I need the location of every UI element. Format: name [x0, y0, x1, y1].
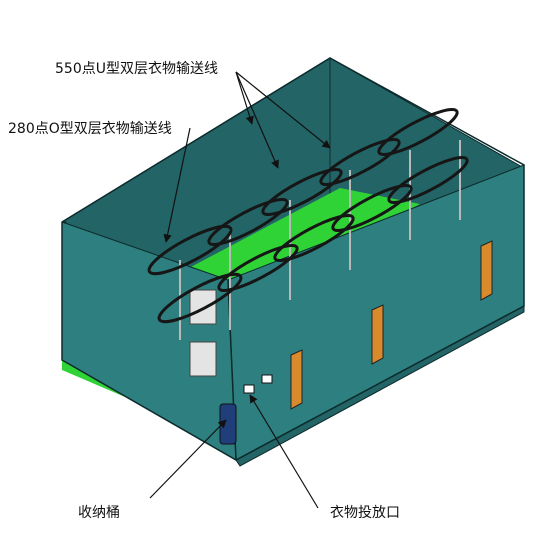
leader-lines: [149, 71, 331, 509]
storage-bin-label: 收纳桶: [78, 505, 120, 521]
drop-port-slot-1: [243, 384, 255, 394]
wall-edges: [61, 57, 525, 461]
frame-posts: [179, 140, 461, 340]
door-3: [480, 240, 493, 301]
o-line-upper-rail: [147, 224, 233, 276]
o-line-lower-rail: [157, 272, 243, 324]
control-cabinet-lower: [189, 341, 217, 377]
drop-port-slot-2: [261, 374, 273, 384]
u-line-label: 550点U型双层衣物输送线: [55, 61, 218, 77]
o-line-label: 280点O型双层衣物输送线: [8, 121, 172, 137]
drop-port-label: 衣物投放口: [330, 505, 400, 521]
u-line-loops: [207, 108, 469, 292]
door-1: [290, 349, 303, 410]
control-cabinet-upper: [189, 289, 217, 325]
door-2: [371, 304, 384, 365]
